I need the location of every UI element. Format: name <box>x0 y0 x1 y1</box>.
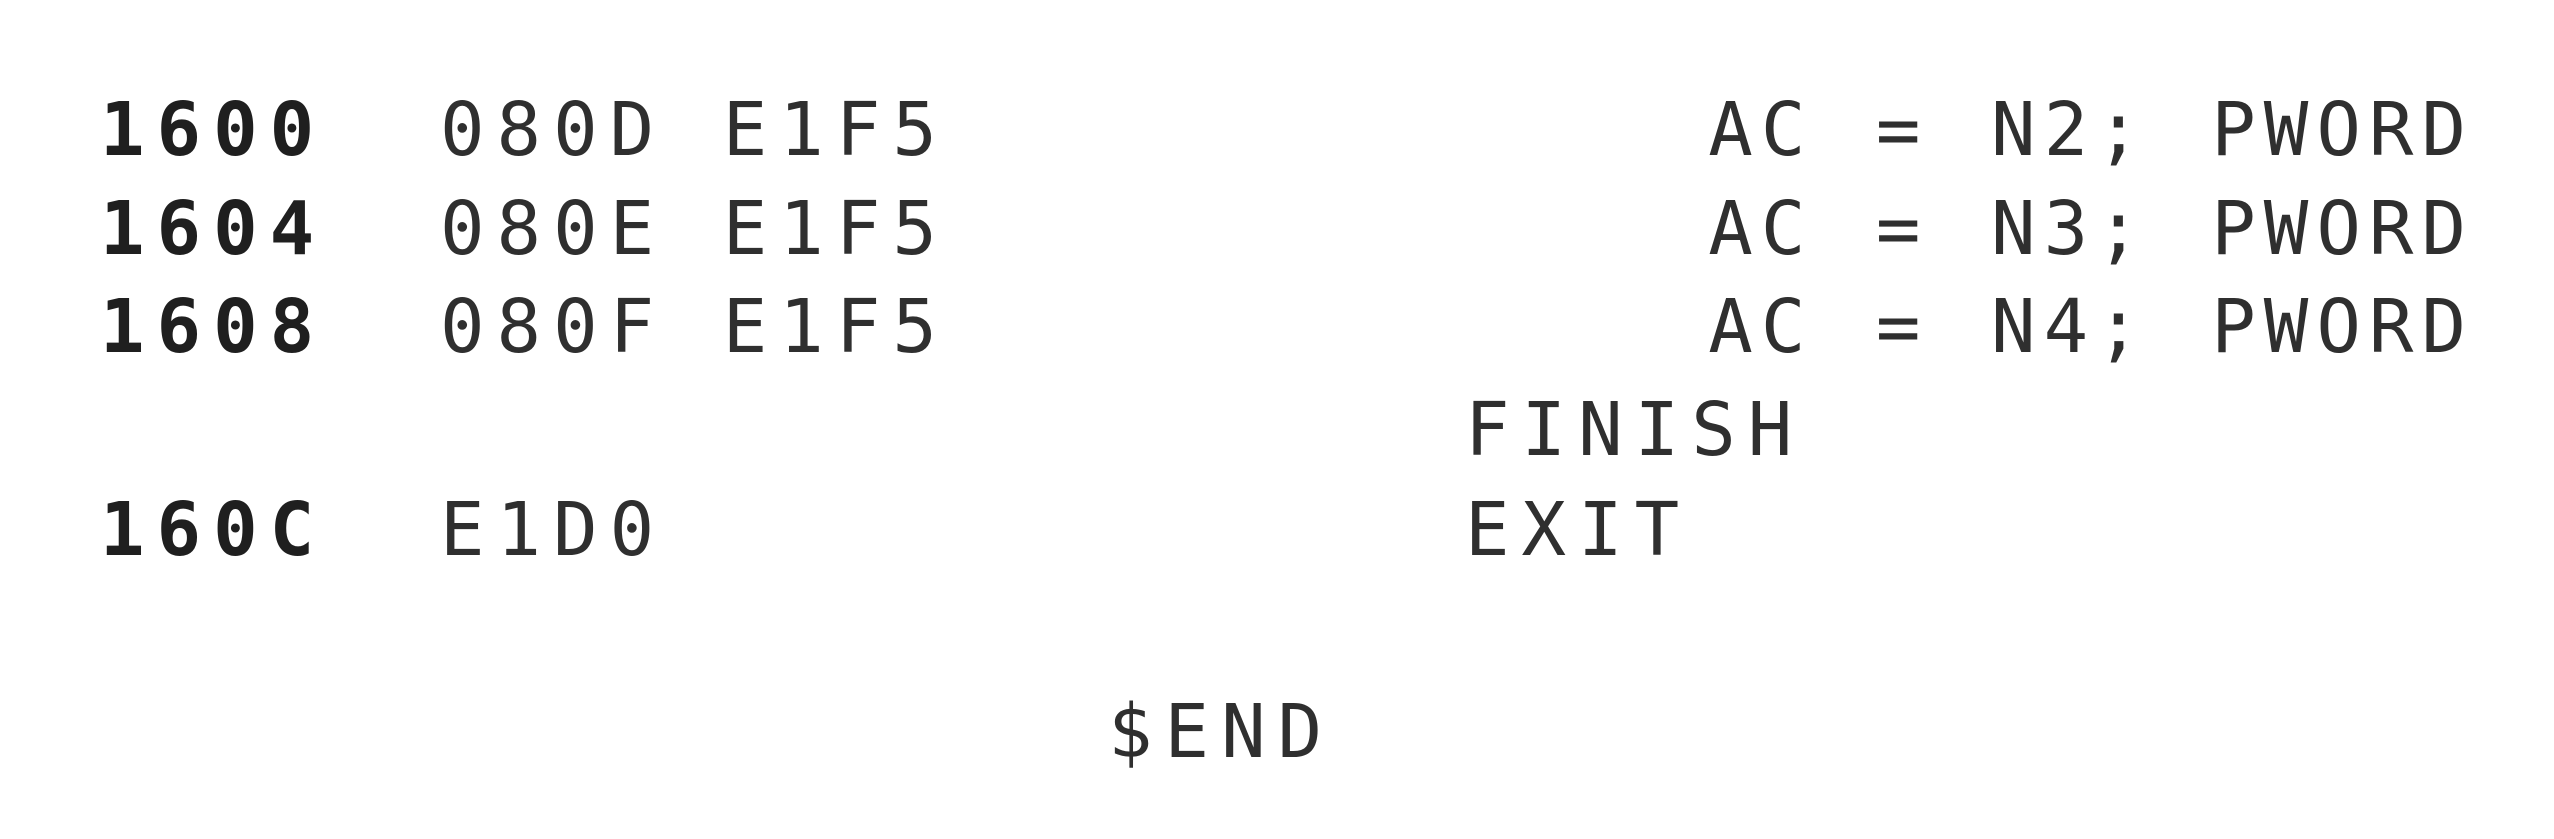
object-code-row-1: 080D E1F5 <box>440 87 949 173</box>
source-statement-row-2: AC = N3; PWORD <box>1708 186 2474 272</box>
address-1604: 1604 <box>100 186 327 272</box>
end-marker: $END <box>1108 689 1335 775</box>
address-1608: 1608 <box>100 284 327 370</box>
exit-statement: EXIT <box>1465 487 1692 573</box>
source-statement-row-3: AC = N4; PWORD <box>1708 284 2474 370</box>
object-code-exit: E1D0 <box>440 487 667 573</box>
object-code-row-2: 080E E1F5 <box>440 186 949 272</box>
finish-statement: FINISH <box>1465 387 1805 473</box>
address-1600: 1600 <box>100 87 327 173</box>
source-statement-row-1: AC = N2; PWORD <box>1708 87 2474 173</box>
address-160c: 160C <box>100 487 327 573</box>
object-code-row-3: 080F E1F5 <box>440 284 949 370</box>
